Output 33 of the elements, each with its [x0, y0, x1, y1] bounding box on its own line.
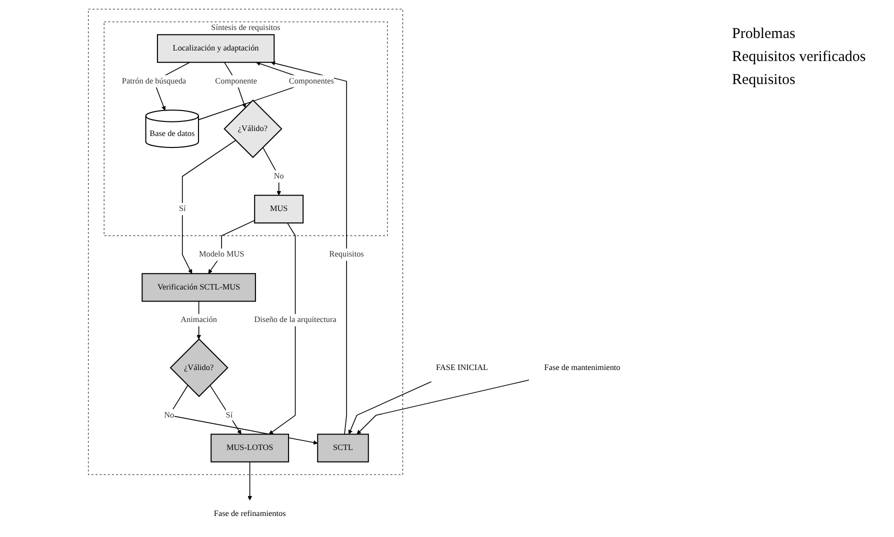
edge-label: No [274, 172, 284, 180]
arrow [268, 222, 296, 434]
edge-label: Modelo MUS [198, 250, 244, 259]
edge-label: Componentes [288, 76, 334, 86]
edge-label: Sí [178, 204, 186, 214]
edge-label: Componente [215, 76, 258, 86]
note-label: Problemas [732, 26, 796, 43]
node-box: Localización y adaptación [156, 34, 275, 63]
node-box: Verificación SCTL-MUS [142, 273, 256, 302]
arrow [270, 61, 347, 435]
arrow [356, 380, 530, 434]
node-diamond: ¿Válido? [170, 338, 228, 398]
arrow [248, 461, 252, 500]
arrow [348, 381, 432, 434]
node-box: SCTL [317, 434, 369, 462]
node-text: Fase de refinamientos [214, 509, 286, 518]
edge-label: No [164, 410, 174, 420]
cluster [88, 8, 404, 475]
arrow [210, 384, 242, 434]
edge-label: Requisitos [329, 250, 364, 259]
edge-label: Diseño de la arquitectura [254, 316, 336, 324]
node-box: MUS [254, 194, 304, 224]
node-box: MUS-LOTOS [210, 434, 290, 462]
node-diamond: ¿Válido? [224, 100, 282, 158]
edge-label: Patrón de búsqueda [122, 76, 186, 86]
edge-label: Animación [180, 316, 217, 324]
note-label: Requisitos verificados [732, 49, 867, 66]
arrow [262, 146, 282, 196]
node-text: FASE INICIAL [436, 363, 488, 372]
note-label: Requisitos [732, 72, 796, 89]
arrow [182, 140, 236, 274]
edge-label: Sí [226, 410, 233, 420]
node-text: Fase de mantenimiento [544, 363, 620, 372]
